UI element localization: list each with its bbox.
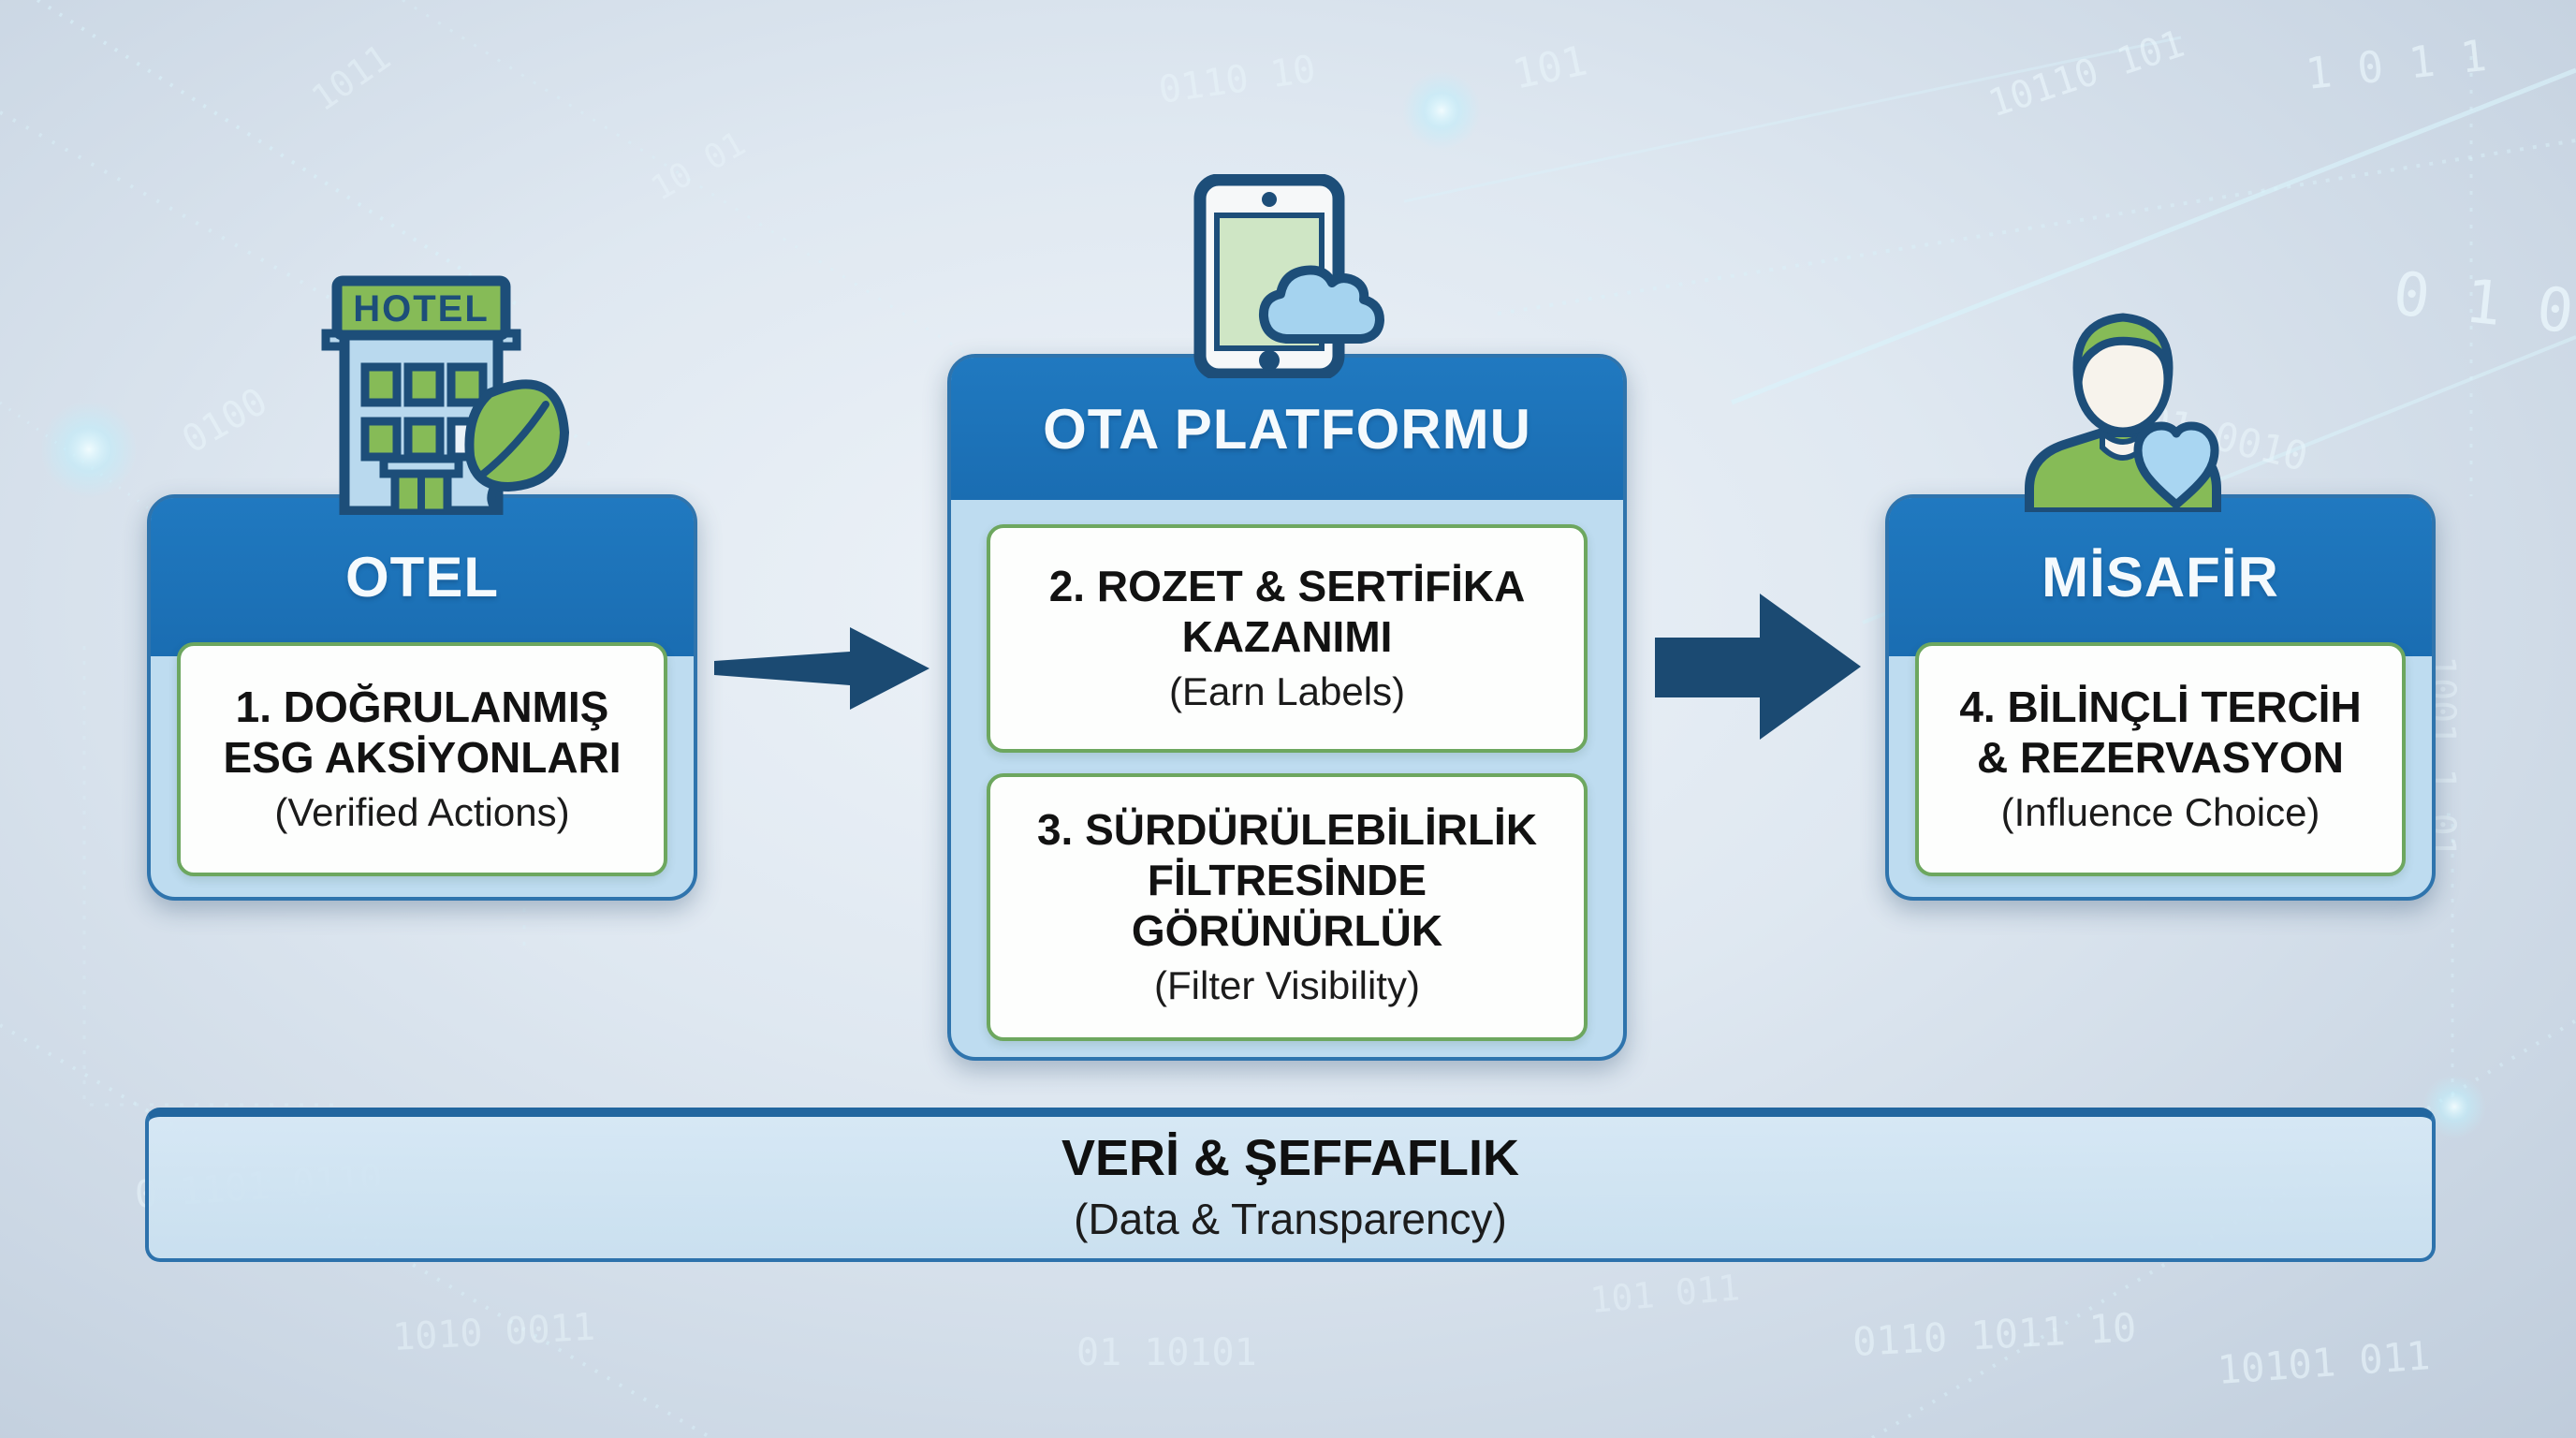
binary-text: 0110 10 xyxy=(1156,48,1318,112)
node-guest-title: MİSAFİR xyxy=(2042,546,2279,609)
binary-text: 1 0 1 1 xyxy=(2304,30,2489,99)
card-subtitle: (Verified Actions) xyxy=(274,789,570,834)
node-guest-header: MİSAFİR xyxy=(1889,498,2432,656)
binary-text: 1010 0011 xyxy=(391,1306,596,1359)
node-ota-title: OTA PLATFORMU xyxy=(1043,397,1531,461)
node-ota-card-badges: 2. ROZET & SERTİFİKA KAZANIMI (Earn Labe… xyxy=(987,524,1588,753)
node-hotel-header: OTEL xyxy=(151,498,694,656)
binary-text: 10101 011 xyxy=(2216,1332,2431,1393)
card-line: GÖRÜNÜRLÜK xyxy=(1131,905,1443,955)
card-line: ESG AKSİYONLARI xyxy=(223,732,622,782)
node-hotel-title: OTEL xyxy=(345,546,499,609)
card-line: FİLTRESİNDE xyxy=(1147,855,1427,904)
binary-text: 101 011 xyxy=(1588,1267,1741,1321)
node-hotel-card: 1. DOĞRULANMIŞ ESG AKSİYONLARI (Verified… xyxy=(177,642,667,876)
card-line: KAZANIMI xyxy=(1181,611,1393,661)
node-ota-platform: OTA PLATFORMU 2. ROZET & SERTİFİKA KAZAN… xyxy=(947,354,1627,1061)
card-line: 1. DOĞRULANMIŞ xyxy=(235,682,609,731)
node-ota-card-filter: 3. SÜRDÜRÜLEBİLİRLİK FİLTRESİNDE GÖRÜNÜR… xyxy=(987,773,1588,1041)
card-line: 2. ROZET & SERTİFİKA xyxy=(1048,561,1526,610)
node-hotel: OTEL 1. DOĞRULANMIŞ ESG AKSİYONLARI (Ver… xyxy=(147,494,697,901)
tablet-cloud-icon xyxy=(1193,174,1384,378)
guest-heart-icon xyxy=(2025,313,2221,512)
hotel-icon: HOTEL xyxy=(321,275,569,515)
footer-title: VERİ & ŞEFFAFLIK xyxy=(1061,1130,1520,1187)
footer-subtitle: (Data & Transparency) xyxy=(1074,1194,1507,1243)
binary-text: 10 01 xyxy=(645,125,752,209)
binary-text: 1011 xyxy=(304,37,398,120)
footer-data-transparency-bar: VERİ & ŞEFFAFLIK (Data & Transparency) xyxy=(145,1108,2436,1262)
binary-text: 0100 xyxy=(175,380,274,462)
node-guest: MİSAFİR 4. BİLİNÇLİ TERCİH & REZERVASYON… xyxy=(1885,494,2436,901)
card-line: 3. SÜRDÜRÜLEBİLİRLİK xyxy=(1036,805,1538,855)
node-ota-header: OTA PLATFORMU xyxy=(951,358,1623,500)
binary-text: 101 xyxy=(1509,37,1591,98)
node-guest-card: 4. BİLİNÇLİ TERCİH & REZERVASYON (Influe… xyxy=(1915,642,2406,876)
card-subtitle: (Influence Choice) xyxy=(2000,789,2320,834)
card-subtitle: (Filter Visibility) xyxy=(1154,962,1420,1007)
card-subtitle: (Earn Labels) xyxy=(1168,668,1406,713)
binary-text: 0110 1011 10 xyxy=(1852,1304,2138,1365)
hotel-sign-text: HOTEL xyxy=(353,288,490,330)
binary-text: 01 10101 xyxy=(1076,1331,1257,1374)
card-line: 4. BİLİNÇLİ TERCİH xyxy=(1959,682,2362,731)
card-line: & REZERVASYON xyxy=(1977,732,2344,782)
binary-text: 10110 101 xyxy=(1983,22,2189,126)
binary-text: 0 1 0 xyxy=(2390,259,2576,347)
